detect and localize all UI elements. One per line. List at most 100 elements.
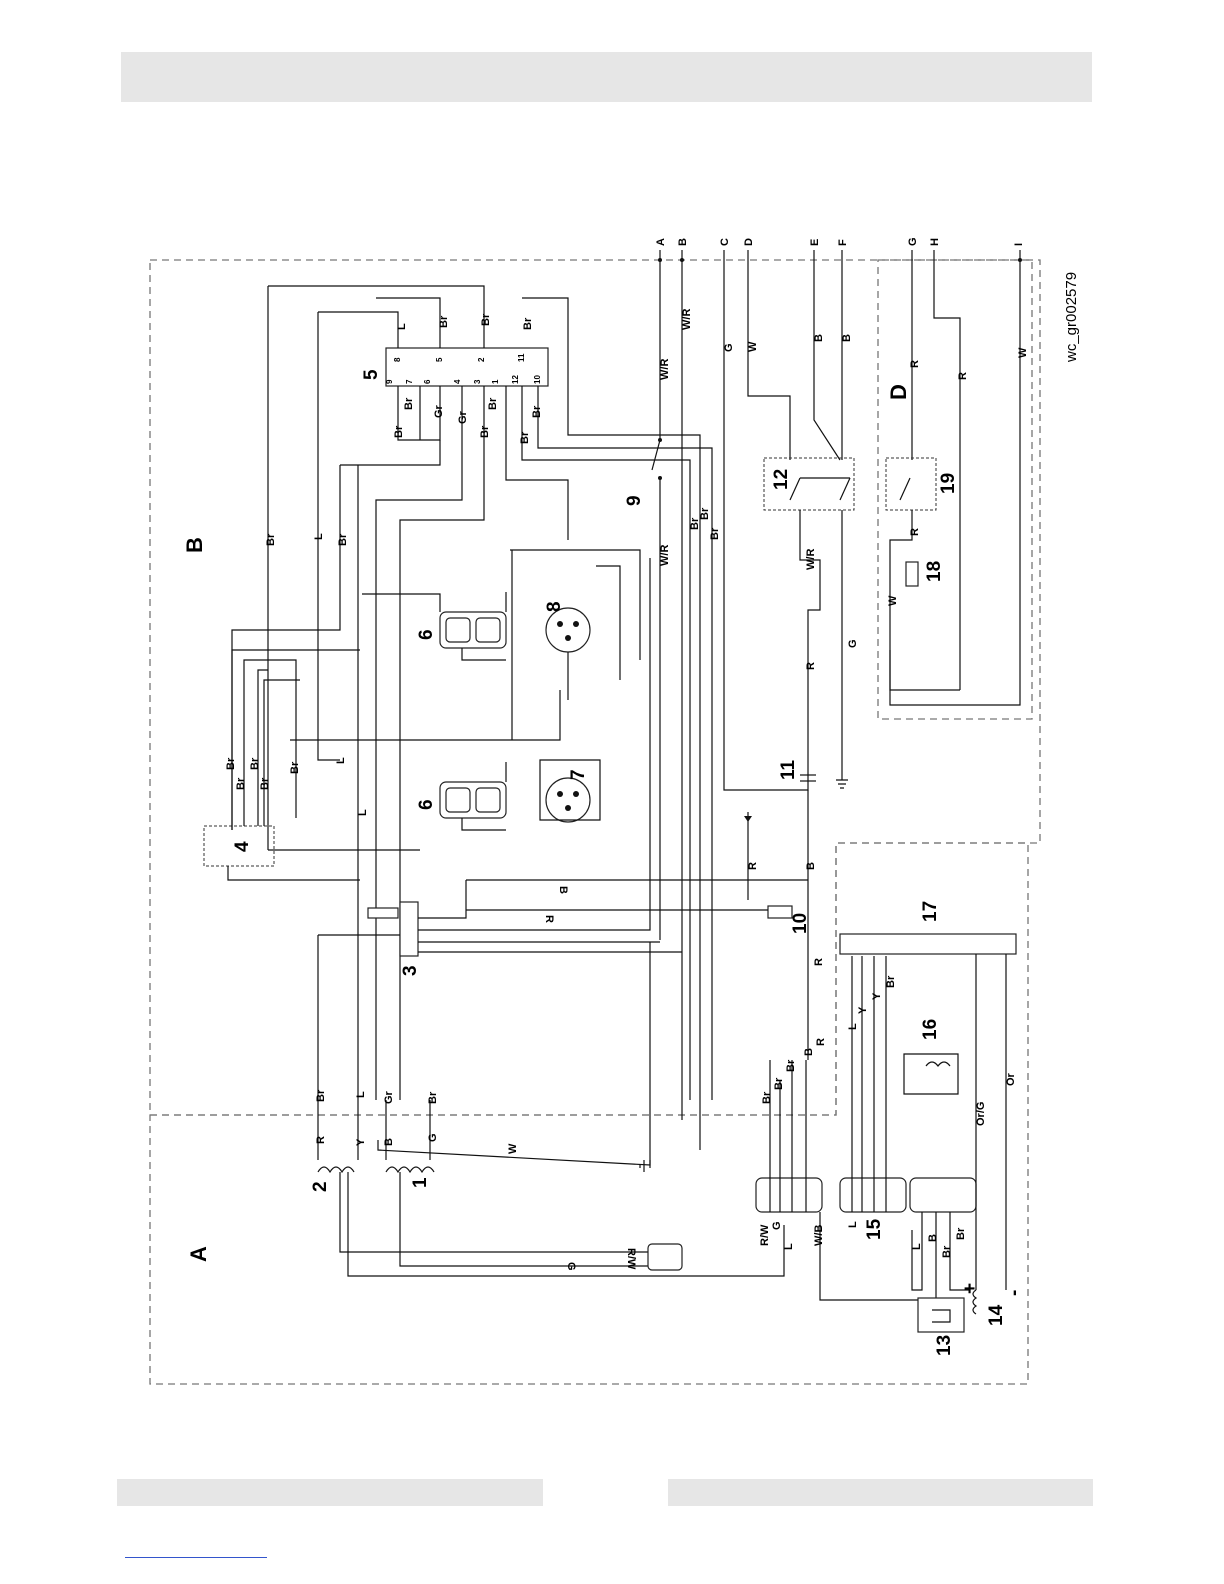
wire-label: Br — [393, 425, 405, 438]
terminal-block-5: 9 7 6 4 3 1 12 10 8 5 2 11 — [268, 285, 713, 1150]
wire-label: B — [841, 334, 853, 342]
edge-label-g: G — [907, 237, 919, 246]
component-label-13: 13 — [934, 1335, 955, 1356]
wire-label: L — [911, 1243, 923, 1250]
switch-19 — [885, 457, 960, 691]
wire-label: W — [1017, 347, 1029, 358]
plug-rw — [647, 1243, 683, 1271]
main-harness — [231, 286, 561, 1100]
wire-label: B — [805, 862, 817, 870]
wire-label: B — [803, 1048, 815, 1056]
edge-label-f: F — [837, 239, 849, 246]
svg-text:11: 11 — [517, 353, 526, 362]
wire-label: L — [396, 323, 408, 330]
wire-label: W/R — [659, 545, 671, 566]
wire-label: Br — [438, 315, 450, 328]
svg-text:9: 9 — [385, 379, 394, 384]
ground-icon — [639, 1160, 651, 1172]
wire-label: Br — [487, 397, 499, 410]
battery-minus: - — [1004, 1290, 1025, 1296]
wire-label: Gr — [383, 1090, 395, 1104]
wire-label: R — [813, 958, 825, 966]
component-label-3: 3 — [400, 965, 421, 976]
wire-label: R — [909, 528, 921, 536]
wire-label: Br — [761, 1091, 773, 1104]
svg-text:2: 2 — [477, 357, 486, 362]
component-label-15: 15 — [864, 1218, 885, 1240]
component-label-7: 7 — [568, 769, 589, 780]
zone-d-boundary — [877, 259, 1033, 720]
wire-label: R — [815, 1038, 827, 1046]
wire-label: Br — [941, 1245, 953, 1258]
wire-label: W/B — [813, 1225, 825, 1246]
component-label-11: 11 — [778, 759, 799, 780]
wire-label: Br — [522, 317, 534, 330]
wire-label: L — [847, 1221, 859, 1228]
zone-b-label: B — [182, 537, 207, 553]
wire-label: Br — [479, 425, 491, 438]
outlet-6-lower — [439, 762, 507, 831]
svg-text:4: 4 — [453, 379, 462, 384]
zone-a-boundary — [149, 842, 1029, 1385]
component-label-18: 18 — [924, 561, 945, 582]
wire-label: Br — [225, 757, 237, 770]
terminal-block-3 — [318, 558, 682, 957]
edge-label-c: C — [719, 238, 731, 246]
wire-label: R — [543, 915, 555, 923]
wire-label: Br — [259, 777, 271, 790]
edge-label-i: I — [1013, 243, 1025, 246]
wire-label: L — [783, 1243, 795, 1250]
component-label-6: 6 — [416, 799, 437, 810]
switch-9 — [651, 438, 662, 940]
wire-label: Br — [315, 1089, 327, 1102]
wire-label: G — [565, 1262, 577, 1271]
component-17 — [839, 933, 1017, 1290]
regulator-13 — [917, 1297, 965, 1333]
breaker-4 — [203, 649, 420, 881]
wire-label: Br — [531, 405, 543, 418]
wire-label: W/R — [805, 549, 817, 570]
wire-label: G — [847, 639, 859, 648]
header-bar — [121, 52, 1092, 102]
component-label-14: 14 — [986, 1304, 1007, 1326]
wire-label: Br — [289, 761, 301, 774]
wire-label: W — [887, 595, 899, 606]
component-label-19: 19 — [938, 473, 959, 494]
wire-label: W — [507, 1143, 519, 1154]
svg-text:5: 5 — [435, 357, 444, 362]
svg-text:7: 7 — [405, 379, 414, 384]
edge-label-d: D — [743, 238, 755, 246]
wire-label: Y — [355, 1138, 367, 1146]
connectors-15 — [755, 956, 977, 1320]
wire-label: L — [355, 1091, 367, 1098]
component-label-10: 10 — [790, 913, 811, 934]
wire-label: Br — [249, 757, 261, 770]
component-label-12: 12 — [771, 469, 792, 490]
wire-label: Br — [235, 777, 247, 790]
wire-label: W — [747, 341, 759, 352]
wire-label: B — [813, 334, 825, 342]
wire-label: Gr — [433, 404, 445, 418]
component-label-9: 9 — [624, 495, 645, 506]
wire-label: Or/G — [975, 1102, 987, 1126]
zone-a-label: A — [186, 1246, 211, 1262]
svg-text:6: 6 — [423, 379, 432, 384]
drawing-reference: wc_gr002579 — [1063, 272, 1080, 363]
wire-label: L — [847, 1023, 859, 1030]
capacitor-11 — [748, 760, 848, 1060]
wire-label: B — [557, 886, 569, 894]
edge-label-a: A — [655, 238, 667, 246]
component-label-8: 8 — [544, 601, 565, 612]
svg-text:3: 3 — [473, 379, 482, 384]
wire-label: Br — [427, 1091, 439, 1104]
wire-label: Br — [785, 1059, 797, 1072]
svg-text:12: 12 — [511, 375, 520, 384]
wire-label: Or — [1005, 1072, 1017, 1086]
edge-labels: A B C D E F G H I — [655, 237, 1025, 246]
wire-label: Br — [265, 533, 277, 546]
edge-label-h: H — [929, 238, 941, 246]
wire-label: Y — [871, 992, 883, 1000]
component-label-4: 4 — [232, 841, 253, 852]
component-label-16: 16 — [920, 1019, 941, 1040]
